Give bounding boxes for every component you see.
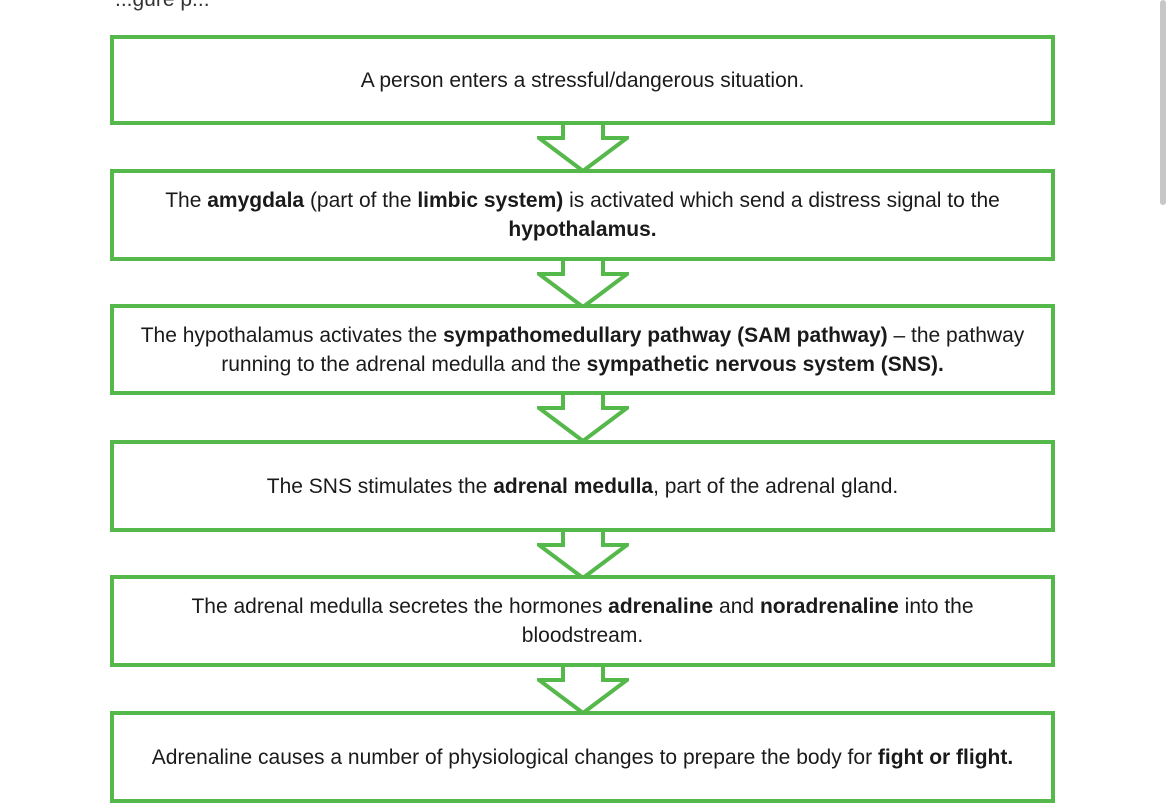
flow-step-5-segment: and <box>713 595 760 618</box>
flow-step-6: Adrenaline causes a number of physiologi… <box>110 711 1055 803</box>
flow-step-2-segment: hypothalamus. <box>508 218 657 241</box>
flow-step-4-segment: adrenal medulla <box>493 474 654 498</box>
down-arrow-4 <box>537 528 629 581</box>
flow-step-5-segment: The adrenal medulla secretes the hormone… <box>191 595 609 618</box>
flow-step-4: The SNS stimulates the adrenal medulla, … <box>110 440 1055 532</box>
flow-step-3: The hypothalamus activates the sympathom… <box>110 304 1055 395</box>
flow-step-5-segment: noradrenaline <box>759 595 899 618</box>
flow-step-2-segment: limbic system) <box>417 189 564 212</box>
down-arrow-3 <box>537 391 629 444</box>
flow-step-2-segment: amygdala <box>207 189 305 212</box>
flow-step-4-segment: , part of the adrenal gland. <box>653 474 899 498</box>
flow-step-5-segment: into the bloodstream. <box>521 595 974 647</box>
flow-step-6-segment: Adrenaline causes a number of physiologi… <box>151 745 878 769</box>
down-arrow-1 <box>537 121 629 174</box>
flow-step-1: A person enters a stressful/dangerous si… <box>110 35 1055 125</box>
flow-step-5-segment: adrenaline <box>608 595 714 618</box>
flow-step-2: The amygdala (part of the limbic system)… <box>110 169 1055 261</box>
flow-step-1-segment: A person enters a stressful/dangerous si… <box>360 68 805 92</box>
flow-step-3-text: The hypothalamus activates the sympathom… <box>128 321 1037 379</box>
flow-step-2-segment: (part of the <box>304 189 418 212</box>
flow-step-5-text: The adrenal medulla secretes the hormone… <box>128 592 1037 650</box>
flow-step-1-text: A person enters a stressful/dangerous si… <box>361 66 805 95</box>
flow-step-3-segment: The hypothalamus activates the <box>140 323 444 347</box>
flow-step-4-segment: The SNS stimulates the <box>266 474 494 498</box>
down-arrow-5 <box>537 663 629 716</box>
flow-step-3-segment: sympathomedullary pathway (SAM pathway) <box>443 323 888 347</box>
flow-step-6-segment: fight or flight. <box>877 745 1014 769</box>
flow-step-4-text: The SNS stimulates the adrenal medulla, … <box>267 472 899 501</box>
flow-step-2-segment: The <box>165 189 208 212</box>
clipped-text-top: ...gure p... <box>115 0 210 12</box>
flow-step-2-segment: is activated which send a distress signa… <box>563 189 1000 212</box>
flow-step-3-segment: – the pathway running to the adrenal med… <box>221 323 1025 376</box>
flow-step-6-text: Adrenaline causes a number of physiologi… <box>152 743 1013 772</box>
flow-step-2-text: The amygdala (part of the limbic system)… <box>128 186 1037 244</box>
flow-step-3-segment: sympathetic nervous system (SNS). <box>586 352 944 376</box>
down-arrow-2 <box>537 257 629 310</box>
vertical-scrollbar[interactable] <box>1160 0 1166 205</box>
flow-step-5: The adrenal medulla secretes the hormone… <box>110 575 1055 667</box>
